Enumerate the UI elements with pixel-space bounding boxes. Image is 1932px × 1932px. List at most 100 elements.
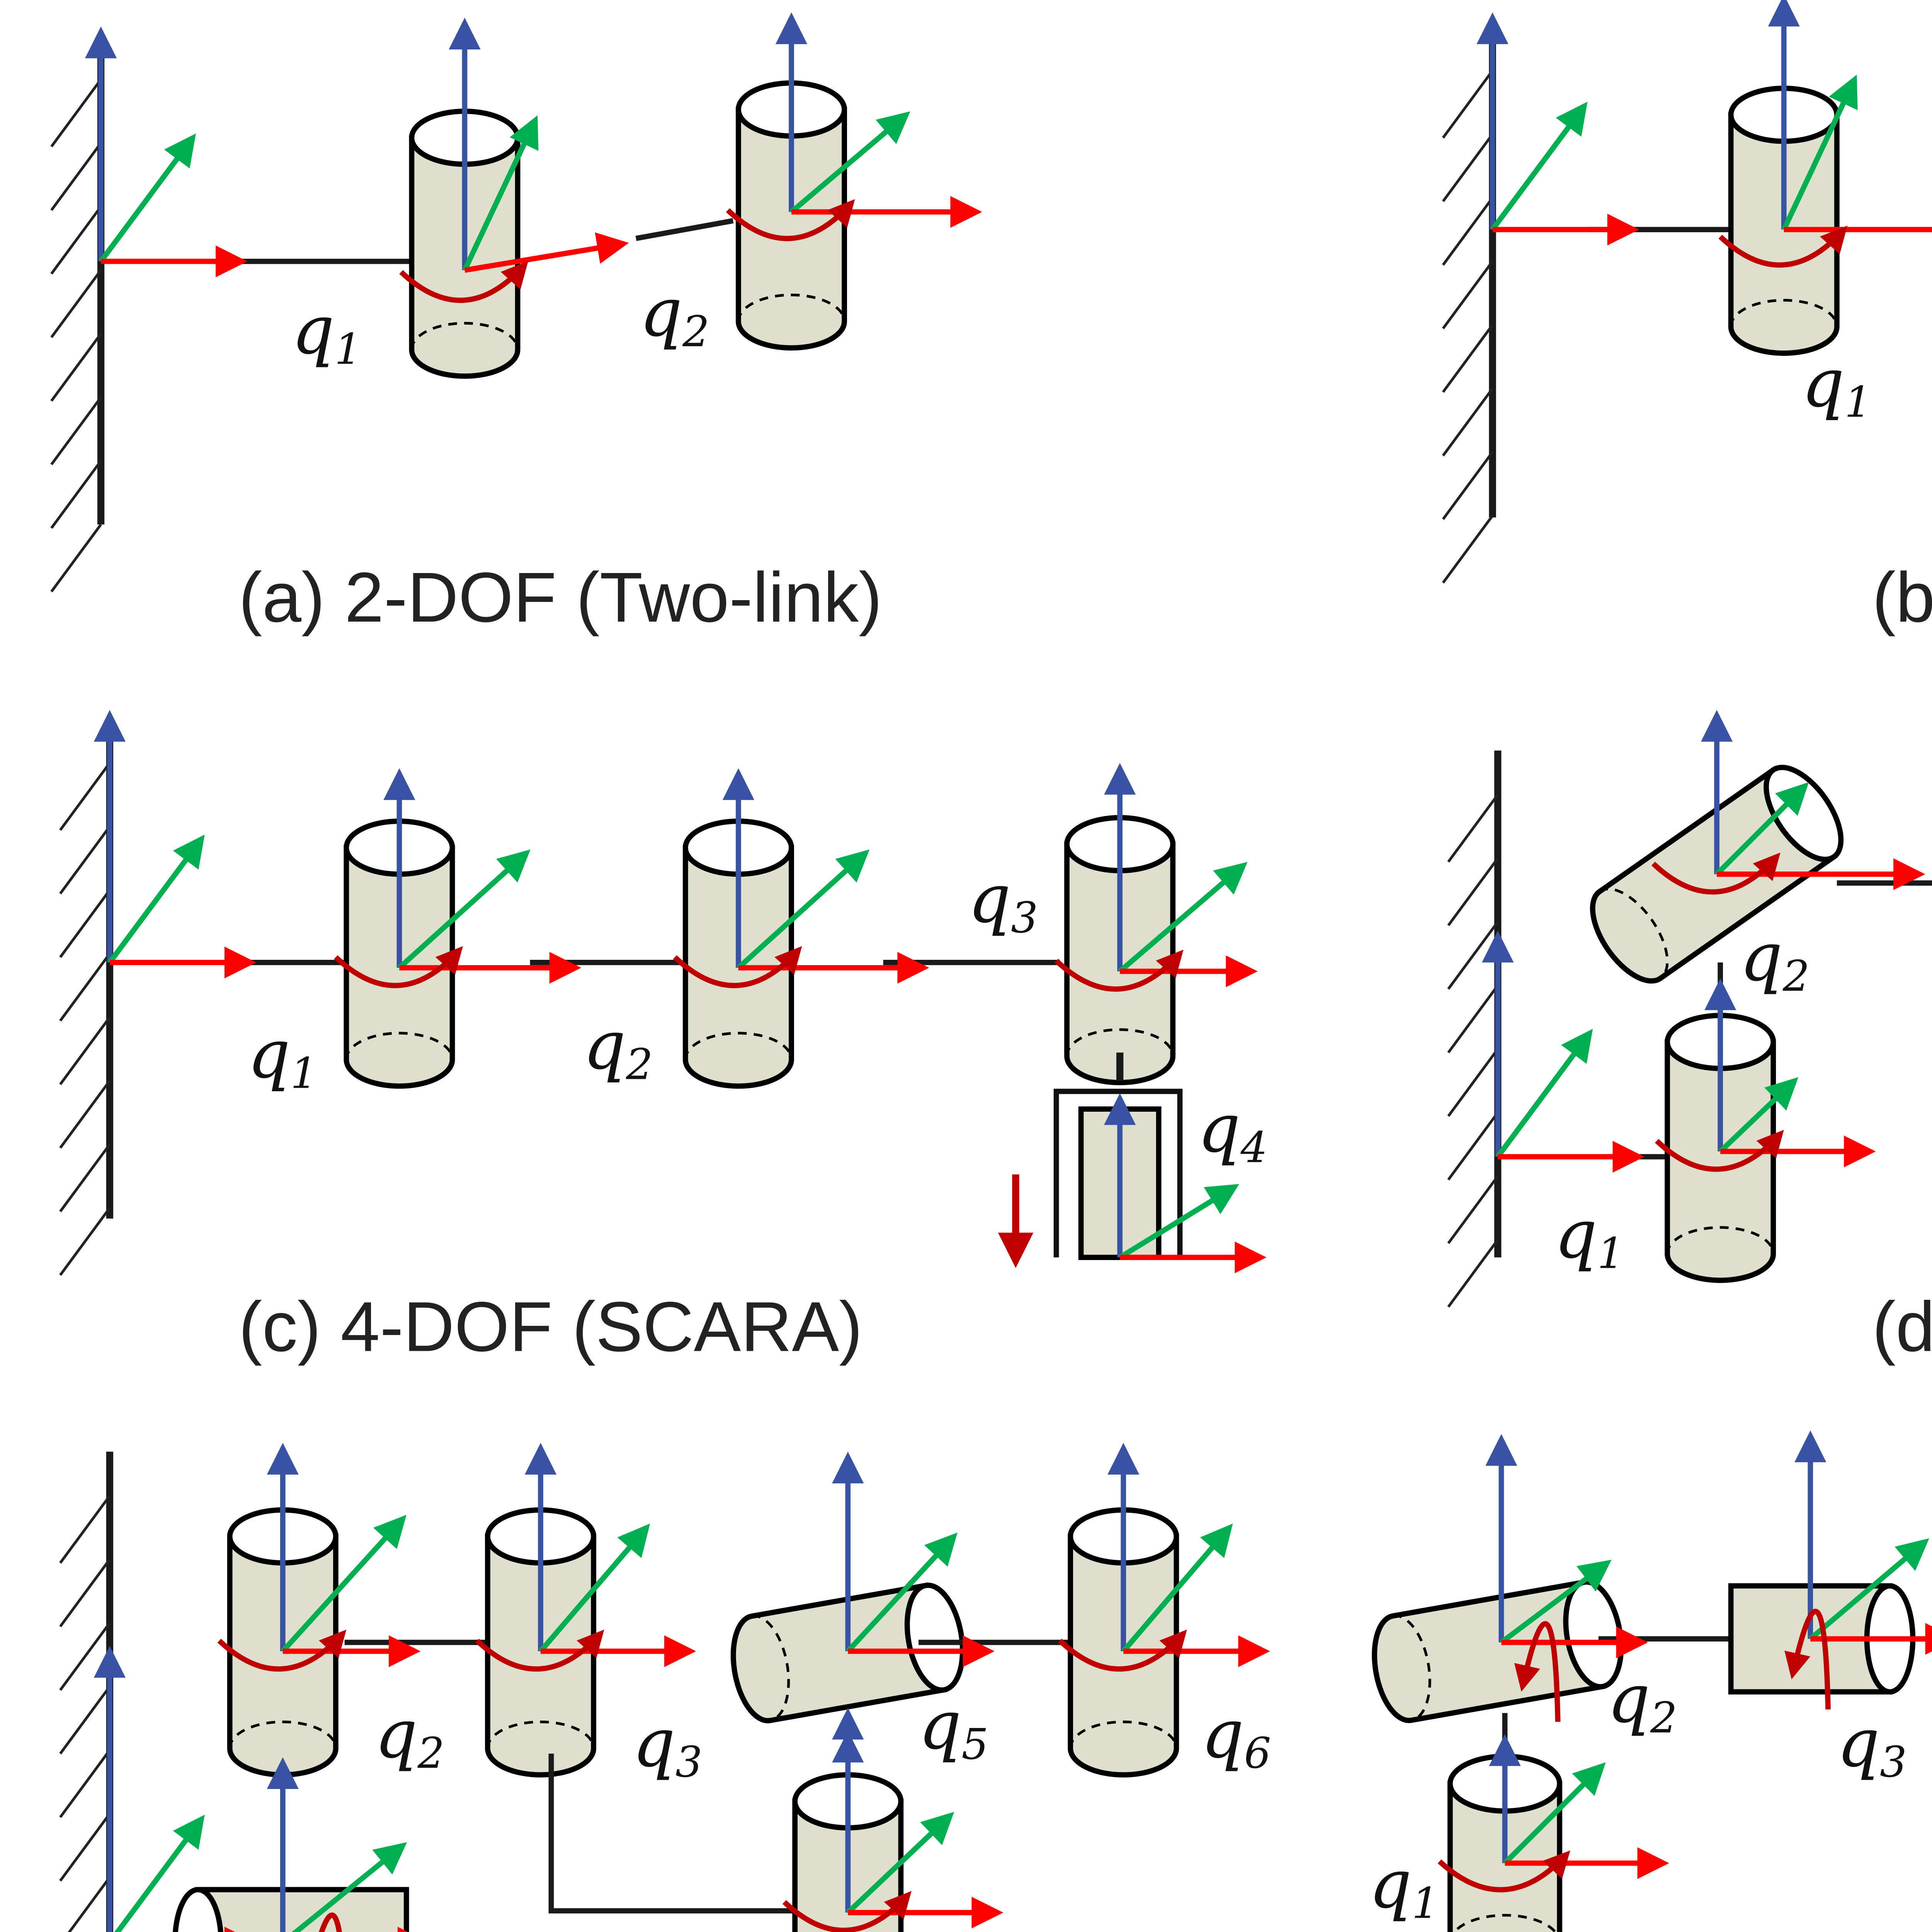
y-axis-arrow xyxy=(1500,1560,1612,1645)
y-axis-arrow xyxy=(1715,782,1809,876)
joint-subscript: 2 xyxy=(682,307,709,356)
wall-hatch xyxy=(50,78,102,148)
cylinder-top xyxy=(904,1582,965,1693)
cylinder-hidden-edge xyxy=(345,1032,454,1060)
cylinder-hidden-edge xyxy=(1069,1720,1178,1748)
joint-subscript: 1 xyxy=(1412,1878,1439,1928)
coordinate-frame xyxy=(1107,1443,1270,1667)
wall-hatch xyxy=(1447,1239,1499,1308)
joint-cylinder xyxy=(1372,1579,1624,1723)
wall-hatch xyxy=(59,1207,111,1276)
joint-subscript: 3 xyxy=(1011,893,1038,942)
joint-subscript: 2 xyxy=(1782,951,1810,1001)
cylinder-hidden-edge xyxy=(737,293,846,321)
coordinate-frame xyxy=(267,1757,430,1932)
y-axis-arrow xyxy=(1718,1077,1799,1153)
wall-hatch xyxy=(1447,921,1499,990)
wall-hatch xyxy=(1442,70,1494,139)
y-axis-arrow xyxy=(1118,862,1248,973)
wall-hatch xyxy=(1447,794,1499,863)
y-axis-arrow xyxy=(107,834,205,964)
wall-hatch xyxy=(1447,1112,1499,1181)
joint-label: q3 xyxy=(633,1704,702,1786)
prismatic-guide xyxy=(1053,1088,1183,1258)
coordinate-frame xyxy=(383,768,582,984)
y-axis-arrow xyxy=(538,1524,650,1653)
cylinder-hidden-edge xyxy=(1666,1226,1775,1254)
rotation-arrow xyxy=(1655,1129,1784,1172)
cylinder-end xyxy=(173,1887,223,1932)
joint-subscript: 1 xyxy=(291,1048,318,1098)
coordinate-frame xyxy=(1104,1093,1267,1274)
joint-subscript: 3 xyxy=(675,1737,702,1787)
joint-label: q2 xyxy=(639,273,709,356)
rotation-arrow xyxy=(782,1891,912,1932)
wall-hatch xyxy=(59,1143,111,1213)
cylinder-body xyxy=(485,1534,597,1778)
joint-subscript: 1 xyxy=(1845,378,1872,427)
wall-hatch xyxy=(1442,388,1494,457)
cylinder-body xyxy=(736,107,847,351)
cylinder-hidden-edge xyxy=(228,1720,337,1748)
joint-subscript: 2 xyxy=(626,1040,653,1089)
caption-a: (a) 2-DOF (Two-link) xyxy=(239,558,883,637)
rotation-arrow xyxy=(319,1912,342,1932)
joint-subscript: 2 xyxy=(417,1728,445,1778)
wall-hatch xyxy=(50,206,102,275)
joint-cylinder xyxy=(227,1507,338,1778)
joint-label: q2 xyxy=(375,1695,445,1778)
joint-subscript: 5 xyxy=(961,1719,988,1769)
joint-cylinder xyxy=(736,80,847,351)
wall-hatch xyxy=(50,142,102,211)
joint-label: q2 xyxy=(1607,1660,1677,1742)
coordinate-frame xyxy=(1489,1734,1669,1879)
wall-hatch xyxy=(50,396,102,466)
y-axis-arrow xyxy=(789,111,910,214)
cylinder-hidden-edge xyxy=(1393,1614,1431,1722)
rotation-arrow xyxy=(217,1629,347,1672)
joint-subscript: 1 xyxy=(1597,1229,1624,1278)
wall-hatch xyxy=(1442,133,1494,202)
y-axis-arrow xyxy=(281,1515,406,1653)
wall-hatch xyxy=(1442,451,1494,520)
wall-hatch xyxy=(50,524,102,593)
joint-label: q3 xyxy=(1837,1704,1907,1786)
cylinder-hidden-edge xyxy=(410,322,519,350)
y-axis-arrow xyxy=(1121,1524,1233,1653)
wall-hatch xyxy=(59,1749,111,1818)
link-line xyxy=(548,1753,795,1914)
caption-c: (c) 4-DOF (SCARA) xyxy=(239,1287,863,1366)
coordinate-frame xyxy=(1485,1434,1648,1658)
cylinder-body xyxy=(1372,1579,1606,1723)
y-axis-arrow xyxy=(846,1811,954,1915)
cylinder-body xyxy=(1068,1534,1179,1778)
coordinate-frame xyxy=(832,1451,995,1667)
y-axis-arrow xyxy=(114,1815,205,1932)
y-axis-arrow xyxy=(397,849,531,970)
cylinder-hidden-edge xyxy=(1730,299,1838,327)
wall-hatch xyxy=(59,1622,111,1691)
cylinder-hidden-edge xyxy=(1599,888,1669,980)
rotation-arrow xyxy=(399,261,529,303)
wall-hatch xyxy=(1447,985,1499,1054)
joint-cylinder xyxy=(730,1582,965,1723)
cylinder-body xyxy=(1665,1039,1776,1283)
rotation-arrow xyxy=(1651,852,1781,895)
joint-subscript: 2 xyxy=(1650,1693,1677,1743)
wall-hatch xyxy=(1442,515,1494,584)
wall-hatch xyxy=(59,889,111,958)
coordinate-frame xyxy=(1794,1430,1932,1655)
y-axis-arrow xyxy=(846,1532,957,1653)
joint-label: q5 xyxy=(918,1686,988,1769)
rotation-arrow xyxy=(1437,1850,1570,1893)
y-axis-arrow xyxy=(1781,75,1858,231)
wall-hatch xyxy=(59,825,111,895)
joint-subscript: 6 xyxy=(1244,1728,1271,1778)
joint-label: q2 xyxy=(583,1006,653,1089)
wall-hatch xyxy=(59,1080,111,1149)
x-axis-arrow xyxy=(464,232,629,273)
cylinder-body xyxy=(1590,766,1838,984)
y-axis-arrow xyxy=(99,133,196,263)
wall-hatch xyxy=(50,333,102,402)
joint-subscript: 3 xyxy=(1880,1737,1907,1787)
